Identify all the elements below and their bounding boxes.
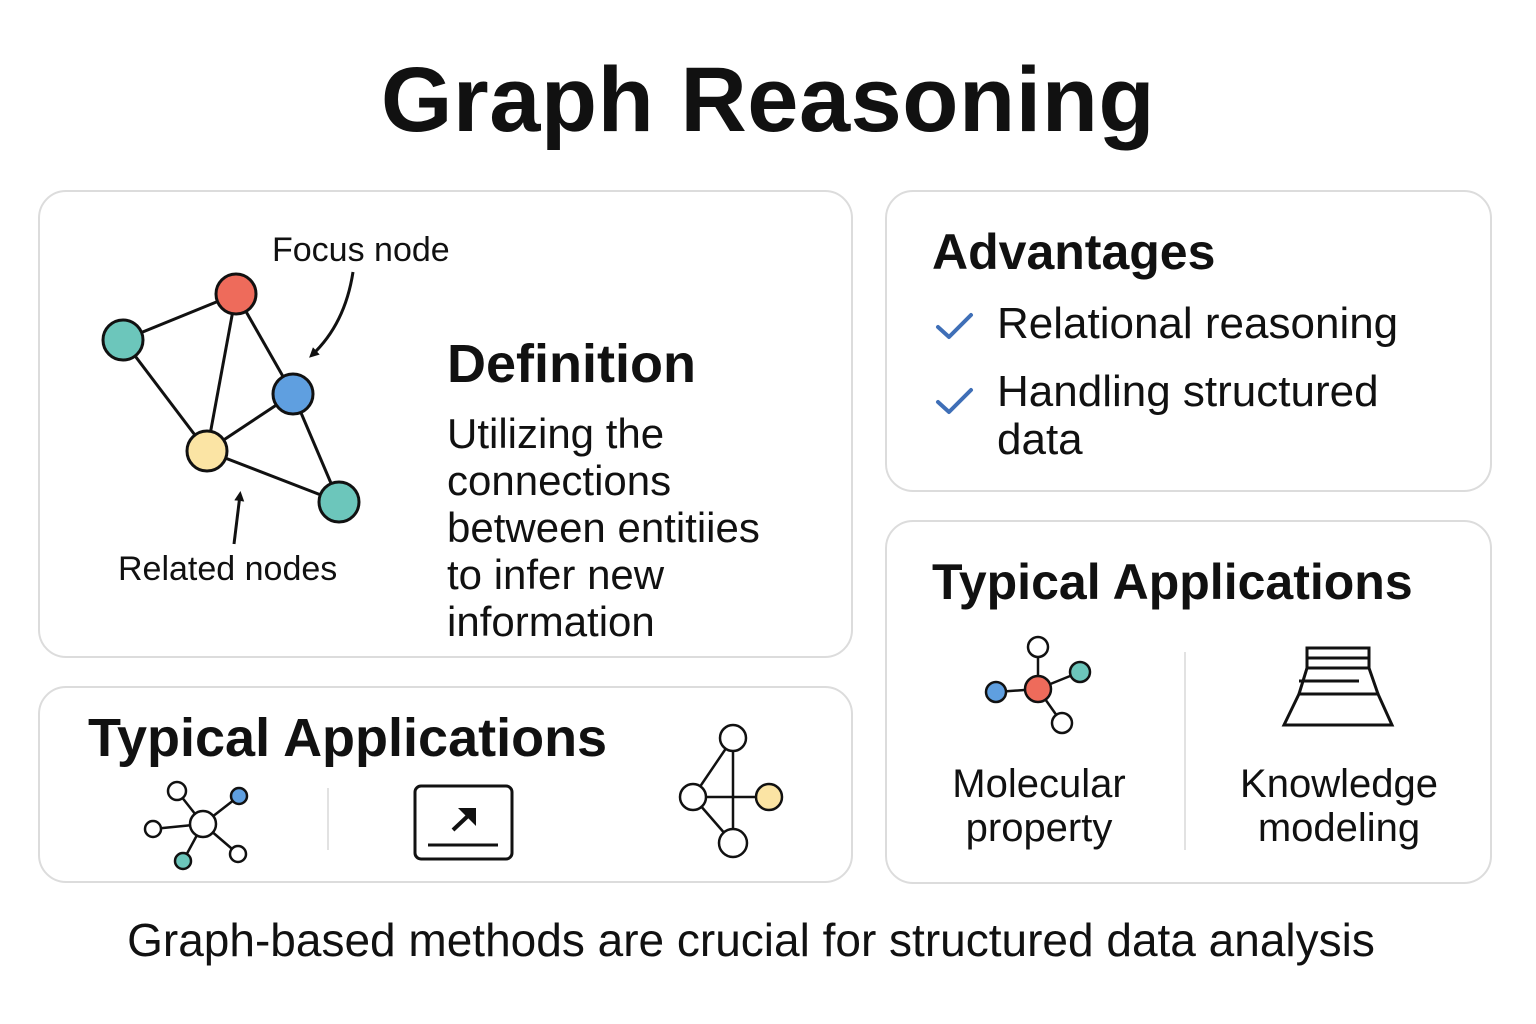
check-icon [936,388,973,414]
check-icon [936,313,973,339]
network-icon [143,780,249,871]
applications-right-icons [984,635,1395,735]
graph-node-related [185,429,229,473]
definition-card: Focus node Related nodes Definition Util… [38,190,853,658]
graph-edge [205,293,238,452]
applications-card-right: Typical Applications [885,520,1492,884]
divider [1184,652,1186,850]
application-label-line: Molecular [952,762,1126,806]
focus-node-label: Focus node [272,231,450,269]
definition-heading: Definition [447,334,696,394]
application-label-line: modeling [1257,806,1421,850]
advantage-item: Handling structured data [997,368,1379,464]
focus-arrow [309,271,355,358]
definition-text: Utilizing the connections between entiti… [447,410,847,645]
definition-line: connections [447,457,672,504]
graph-illustration [101,271,361,545]
definition-line: between entitiies [447,504,760,551]
footer-caption: Graph-based methods are crucial for stru… [127,914,1375,966]
application-item-knowledge: Knowledge modeling [1217,762,1461,850]
applications-right-heading: Typical Applications [932,554,1413,610]
advantage-item-line: Handling structured [997,367,1379,416]
advantage-item-line: Relational reasoning [997,299,1399,348]
molecule-icon [984,635,1092,735]
applications-left-icons [143,723,784,871]
graph-node-blue [271,372,315,416]
applications-card-left: Typical Applications [38,686,853,883]
application-label-line: property [965,806,1113,850]
divider [327,788,329,850]
page-title: Graph Reasoning [380,49,1156,151]
definition-line: information [447,598,655,645]
graph-structure-icon [678,723,784,859]
advantages-card: Advantages Relational reasoning Handling… [885,190,1492,492]
applications-left-heading: Typical Applications [88,708,608,768]
advantage-item-line: data [997,415,1083,464]
graph-node-teal [317,480,361,524]
related-arrow [232,491,245,545]
application-label-line: Knowledge [1240,762,1438,806]
definition-line: to infer new [447,551,665,598]
related-nodes-label: Related nodes [118,550,338,588]
graph-edge [206,449,340,504]
definition-line: Utilizing the [447,410,665,457]
screen-arrow-icon [413,784,514,861]
application-item-molecular: Molecular property [927,762,1151,850]
knowledge-stack-icon [1281,646,1395,727]
advantages-heading: Advantages [932,224,1216,280]
graph-node-focus [214,272,258,316]
advantage-item: Relational reasoning [997,300,1398,348]
graph-edge [121,339,209,452]
graph-node-teal [101,318,145,362]
